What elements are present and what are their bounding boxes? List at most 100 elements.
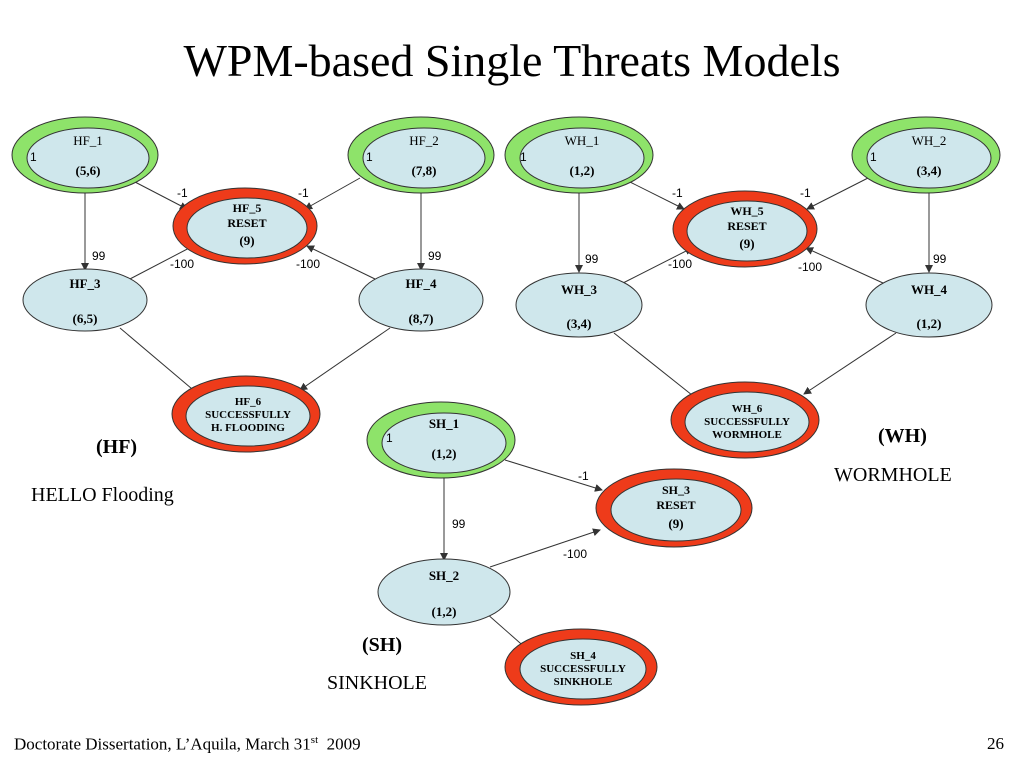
- hf-edge-4-5: [306, 245, 376, 280]
- hf-weight-1-3: 99: [92, 249, 106, 263]
- wh-node-2-name: WH_2: [912, 133, 947, 148]
- hf-node-2-marking: (7,8): [412, 163, 437, 178]
- sh-node-3-marking: (9): [668, 516, 683, 531]
- wh-node-5-marking: (9): [739, 236, 754, 251]
- hf-node-2: HF_2 (7,8) 1: [347, 116, 495, 194]
- hf-node-4-name: HF_4: [405, 276, 437, 291]
- wh-node-3-marking: (3,4): [567, 316, 592, 331]
- hf-weight-1-5: -1: [177, 186, 188, 200]
- wh-edge-1-5: [629, 181, 685, 210]
- hf-node-1-marking: (5,6): [76, 163, 101, 178]
- hf-node-2-name: HF_2: [409, 133, 439, 148]
- sh-node-1-name: SH_1: [429, 416, 459, 431]
- sh-node-4-name: SH_4: [570, 650, 596, 662]
- hf-node-6-name: HF_6: [235, 396, 262, 408]
- hf-node-4: HF_4 (8,7): [358, 268, 484, 332]
- hf-edge-3-6: [119, 327, 199, 395]
- footer-year: 2009: [318, 734, 361, 754]
- hf-node-4-marking: (8,7): [409, 311, 434, 326]
- wh-node-2-marking: (3,4): [917, 163, 942, 178]
- wh-caption-code: (WH): [878, 425, 927, 447]
- hf-node-1-init: 1: [30, 150, 37, 164]
- hf-weight-3-5: -100: [170, 257, 194, 271]
- sh-node-2: SH_2 (1,2): [377, 558, 511, 626]
- sh-caption-code: (SH): [362, 634, 402, 656]
- wh-weight-1-5: -1: [672, 186, 683, 200]
- hf-weight-2-4: 99: [428, 249, 442, 263]
- hf-model: -1 -1 99 99 -100 -100 HF_1 (5,6) 1 HF_2 …: [11, 116, 495, 453]
- wh-node-6-sub2: WORMHOLE: [712, 429, 782, 441]
- footer-text-main: Doctorate Dissertation, L’Aquila, March …: [14, 734, 311, 754]
- wh-node-1-name: WH_1: [565, 133, 600, 148]
- sh-weight-2-3: -100: [563, 547, 587, 561]
- hf-edge-1-5: [134, 181, 188, 210]
- sh-edge-1-3: [504, 459, 603, 492]
- wh-node-6: WH_6 SUCCESSFULLY WORMHOLE: [670, 381, 820, 459]
- sh-node-4: SH_4 SUCCESSFULLY SINKHOLE: [504, 628, 658, 706]
- hf-node-1: HF_1 (5,6) 1: [11, 116, 159, 194]
- hf-weight-2-5: -1: [298, 186, 309, 200]
- wh-edge-3-6: [613, 332, 698, 400]
- wh-edge-3-5: [622, 247, 693, 284]
- wh-weight-2-5: -1: [800, 186, 811, 200]
- wh-node-1: WH_1 (1,2) 1: [504, 116, 654, 194]
- wh-node-2-init: 1: [870, 150, 877, 164]
- hf-edge-2-5: [304, 177, 361, 210]
- hf-node-5: HF_5 RESET (9): [172, 187, 318, 265]
- wh-model: -1 -1 99 99 -100 -100 WH_1 (1,2) 1 WH_2 …: [504, 116, 1001, 459]
- sh-weight-1-3: -1: [578, 469, 589, 483]
- wh-edge-4-6: [803, 332, 897, 395]
- sh-node-2-name: SH_2: [429, 568, 459, 583]
- hf-edge-3-5: [127, 244, 196, 281]
- sh-node-1: SH_1 (1,2) 1: [366, 401, 516, 479]
- hf-node-3-name: HF_3: [69, 276, 101, 291]
- wh-node-5-sub: RESET: [727, 219, 766, 233]
- slide-title: WPM-based Single Threats Models: [183, 35, 841, 86]
- wh-node-4-name: WH_4: [911, 282, 948, 297]
- hf-node-6: HF_6 SUCCESSFULLY H. FLOODING: [171, 375, 321, 453]
- wh-node-1-init: 1: [520, 150, 527, 164]
- sh-node-3-name: SH_3: [662, 483, 690, 497]
- sh-node-3: SH_3 RESET (9): [595, 468, 753, 548]
- wh-weight-4-5: -100: [798, 260, 822, 274]
- wh-node-4: WH_4 (1,2): [865, 272, 993, 338]
- wh-weight-3-5: -100: [668, 257, 692, 271]
- wh-caption-name: WORMHOLE: [834, 464, 952, 486]
- wh-weight-1-3: 99: [585, 252, 599, 266]
- sh-node-1-init: 1: [386, 431, 393, 445]
- hf-node-6-sub2: H. FLOODING: [211, 422, 285, 434]
- wh-node-4-marking: (1,2): [917, 316, 942, 331]
- wh-node-3-name: WH_3: [561, 282, 598, 297]
- hf-node-3-marking: (6,5): [73, 311, 98, 326]
- wh-node-5: WH_5 RESET (9): [672, 190, 818, 268]
- wh-node-5-name: WH_5: [730, 204, 763, 218]
- hf-node-5-marking: (9): [239, 233, 254, 248]
- sh-weight-1-2: 99: [452, 517, 466, 531]
- sh-edge-2-3: [489, 528, 601, 568]
- wh-weight-2-4: 99: [933, 252, 947, 266]
- hf-caption-name: HELLO Flooding: [31, 484, 174, 506]
- hf-caption-code: (HF): [96, 436, 138, 458]
- wh-node-1-marking: (1,2): [570, 163, 595, 178]
- sh-model: -1 99 -100 SH_1 (1,2) 1 SH_3 RESET (9) S…: [366, 401, 753, 706]
- sh-node-3-sub: RESET: [656, 498, 695, 512]
- hf-node-5-name: HF_5: [233, 201, 262, 215]
- footer-text: Doctorate Dissertation, L’Aquila, March …: [14, 734, 361, 755]
- wh-node-6-name: WH_6: [732, 403, 763, 415]
- wh-node-2: WH_2 (3,4) 1: [851, 116, 1001, 194]
- wh-edge-4-5: [805, 247, 884, 284]
- hf-node-2-init: 1: [366, 150, 373, 164]
- page-number: 26: [987, 734, 1004, 753]
- hf-weight-4-5: -100: [296, 257, 320, 271]
- sh-caption-name: SINKHOLE: [327, 672, 427, 694]
- wh-edge-2-5: [806, 177, 869, 210]
- sh-node-4-sub1: SUCCESSFULLY: [540, 663, 626, 675]
- sh-node-2-marking: (1,2): [432, 604, 457, 619]
- footer-superscript: st: [310, 734, 319, 746]
- wh-node-6-sub1: SUCCESSFULLY: [704, 416, 790, 428]
- hf-node-6-sub1: SUCCESSFULLY: [205, 409, 291, 421]
- sh-node-4-sub2: SINKHOLE: [554, 676, 613, 688]
- wh-node-3: WH_3 (3,4): [515, 272, 643, 338]
- hf-node-3: HF_3 (6,5): [22, 268, 148, 332]
